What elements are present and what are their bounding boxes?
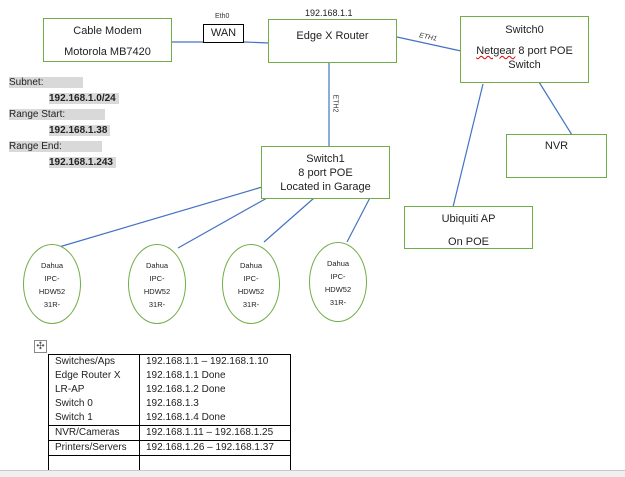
camera-brand: Dahua: [145, 261, 169, 270]
camera-model-2: HDW52: [324, 285, 352, 294]
camera-model-3: 31R-: [148, 300, 166, 309]
camera-node[interactable]: Dahua IPC- HDW52 31R-: [23, 244, 81, 324]
camera-node[interactable]: Dahua IPC- HDW52 31R-: [309, 242, 367, 322]
camera-brand: Dahua: [326, 259, 350, 268]
switch0-brand: Netgear: [476, 45, 516, 57]
table-cell[interactable]: 192.168.1.26 – 192.168.1.37: [139, 440, 291, 456]
table-cell[interactable]: LR-AP: [48, 383, 140, 397]
camera-model-1: IPC-: [149, 274, 165, 283]
table-cell[interactable]: NVR/Cameras: [48, 425, 140, 441]
table-cell[interactable]: 192.168.1.3: [139, 397, 291, 411]
table-cell[interactable]: 192.168.1.1 – 192.168.1.10: [139, 354, 291, 369]
table-move-handle-icon[interactable]: ✣: [34, 340, 47, 353]
wan-port-box[interactable]: WAN: [203, 24, 244, 43]
modem-model: Motorola MB7420: [64, 46, 151, 58]
table-cell[interactable]: Edge Router X: [48, 369, 140, 383]
camera-brand: Dahua: [40, 261, 64, 270]
nvr-title: NVR: [544, 140, 569, 152]
camera-model-3: 31R-: [43, 300, 61, 309]
camera-model-3: 31R-: [242, 300, 260, 309]
table-row: LR-AP 192.168.1.2 Done: [48, 383, 291, 397]
camera-model-3: 31R-: [329, 298, 347, 307]
camera-model-2: HDW52: [143, 287, 171, 296]
switch0-type: Switch: [508, 59, 541, 71]
table-cell[interactable]: Switch 0: [48, 397, 140, 411]
switch0-title: Switch0: [505, 24, 544, 36]
range-start-value: 192.168.1.38: [49, 125, 111, 136]
camera-brand: Dahua: [239, 261, 263, 270]
camera-model-1: IPC-: [330, 272, 346, 281]
camera-model-1: IPC-: [243, 274, 259, 283]
switch1-node[interactable]: Switch1 8 port POE Located in Garage: [261, 146, 390, 199]
table-cell[interactable]: 192.168.1.4 Done: [139, 411, 291, 426]
camera-model-1: IPC-: [44, 274, 60, 283]
range-start-label: Range Start:: [9, 109, 106, 120]
table-cell[interactable]: Switch 1: [48, 411, 140, 426]
table-cell[interactable]: Printers/Servers: [48, 440, 140, 456]
camera-node[interactable]: Dahua IPC- HDW52 31R-: [222, 244, 280, 324]
wire-switch0-nvr: [538, 81, 573, 136]
table-cell[interactable]: 192.168.1.2 Done: [139, 383, 291, 397]
switch1-title: Switch1: [306, 153, 345, 165]
subnet-value: 192.168.1.0/24: [49, 93, 119, 104]
table-row: Switches/Aps 192.168.1.1 – 192.168.1.10: [48, 354, 291, 369]
page-bottom-edge: [0, 470, 625, 477]
camera-model-2: HDW52: [237, 287, 265, 296]
switch0-desc: 8 port POE: [515, 45, 573, 57]
subnet-label: Subnet:: [9, 77, 84, 88]
switch1-location: Located in Garage: [280, 181, 371, 193]
router-ip-label: 192.168.1.1: [305, 8, 353, 18]
subnet-info: Subnet: 192.168.1.0/24 Range Start: 192.…: [9, 75, 119, 171]
table-cell[interactable]: 192.168.1.1 Done: [139, 369, 291, 383]
wire-switch1-cam1: [58, 186, 263, 248]
cable-modem-node[interactable]: Cable Modem Motorola MB7420: [43, 18, 172, 62]
edge-router-node[interactable]: Edge X Router: [268, 19, 397, 63]
ubiquiti-ap-node[interactable]: Ubiquiti AP On POE: [404, 206, 533, 249]
table-row: NVR/Cameras 192.168.1.11 – 192.168.1.25: [48, 425, 291, 441]
camera-model-2: HDW52: [38, 287, 66, 296]
ap-title: Ubiquiti AP: [441, 213, 496, 225]
switch0-node[interactable]: Switch0 Netgear 8 port POE Switch: [460, 16, 589, 83]
range-end-label: Range End:: [9, 141, 102, 152]
wire-router-switch0: [396, 36, 462, 52]
table-cell[interactable]: 192.168.1.11 – 192.168.1.25: [139, 425, 291, 441]
camera-node[interactable]: Dahua IPC- HDW52 31R-: [128, 244, 186, 324]
wire-switch0-ap: [452, 83, 484, 208]
table-cell[interactable]: Switches/Aps: [48, 354, 140, 369]
table-row: Edge Router X 192.168.1.1 Done: [48, 369, 291, 383]
table-row: Printers/Servers 192.168.1.26 – 192.168.…: [48, 440, 291, 456]
ap-power: On POE: [448, 236, 489, 248]
wire-switch1-cam3: [263, 190, 323, 243]
range-end-value: 192.168.1.243: [49, 157, 116, 168]
wire-wan-router: [243, 41, 270, 44]
eth0-label: Eth0: [215, 13, 230, 20]
ip-allocation-table: Switches/Aps 192.168.1.1 – 192.168.1.10 …: [48, 354, 291, 471]
table-row: Switch 1 192.168.1.4 Done: [48, 411, 291, 426]
nvr-node[interactable]: NVR: [506, 134, 607, 178]
table-row: [48, 455, 291, 471]
router-title: Edge X Router: [296, 30, 369, 42]
table-cell[interactable]: [48, 455, 140, 471]
modem-title: Cable Modem: [73, 25, 142, 37]
eth2-label: ETH2: [331, 94, 339, 113]
table-cell[interactable]: [139, 455, 291, 471]
switch1-desc: 8 port POE: [298, 167, 353, 179]
table-row: Switch 0 192.168.1.3: [48, 397, 291, 411]
